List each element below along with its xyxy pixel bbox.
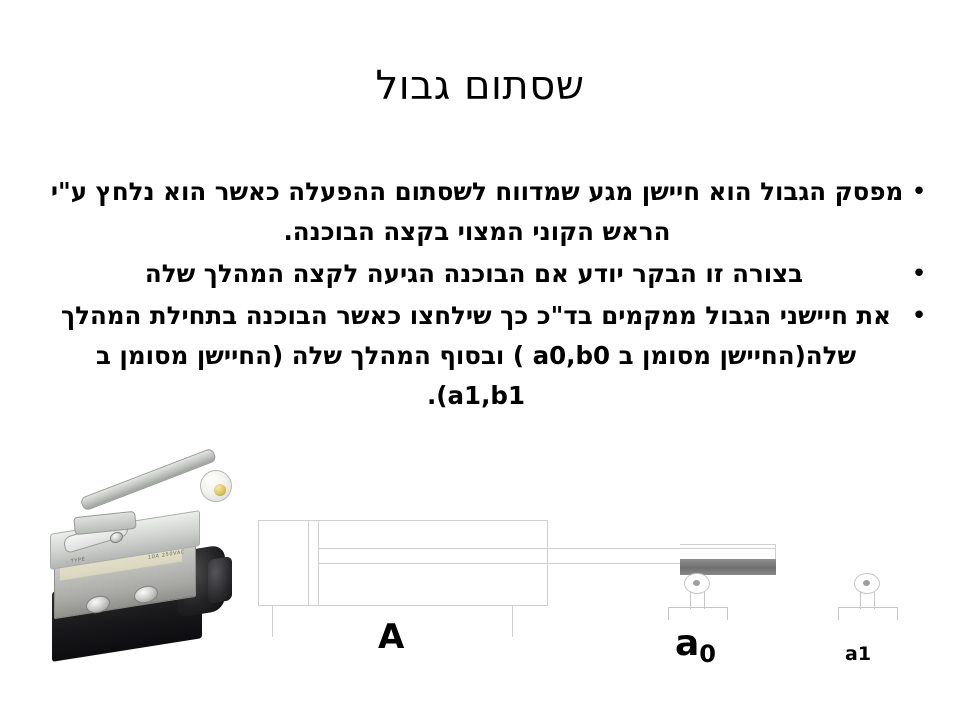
sensor-label-a1: a1 [845, 643, 872, 665]
switch-roller-lever-arm [79, 447, 218, 512]
cylinder-leg-left [272, 605, 274, 637]
cylinder-top-edge [258, 520, 548, 522]
piston-rod-bottom-line [318, 563, 756, 565]
bullet-text-3: את חיישני הגבול ממקמים בד"כ כך שילחצו כא… [60, 301, 892, 410]
cylinder-left-cap [258, 520, 260, 606]
bullet-marker-icon: • [911, 301, 927, 331]
actuator-plate [680, 559, 776, 575]
bullet-item-3: • את חיישני הגבול ממקמים בד"כ כך שילחצו … [42, 296, 932, 416]
bullet-text-2: בצורה זו הבקר יודע אם הבוכנה הגיעה לקצה … [144, 259, 804, 288]
page-title: שסתום גבול [375, 63, 585, 109]
limit-switch-a1-mount-bracket [838, 607, 898, 620]
body-text-block: • מפסק הגבול הוא חיישן מגע שמדווח לשסתום… [42, 172, 932, 418]
bullet-text-1: מפסק הגבול הוא חיישן מגע שמדווח לשסתום ה… [50, 177, 904, 246]
rod-tip-top-line [680, 544, 776, 546]
limit-switch-a0-stem [690, 591, 705, 609]
sensor-label-a0-base: a [675, 623, 700, 664]
cylinder-schematic: A a0 a1 [250, 495, 950, 705]
switch-cable-gland [208, 556, 232, 604]
cylinder-leg-right [512, 605, 514, 637]
cylinder-bottom-edge [258, 605, 548, 607]
switch-roller-pin [214, 484, 226, 496]
bullet-marker-icon: • [911, 259, 927, 289]
limit-switch-a0-mount-bracket [668, 607, 728, 620]
bullet-item-2: • בצורה זו הבקר יודע אם הבוכנה הגיעה לקצ… [42, 254, 932, 294]
piston-rod-top-line [318, 548, 776, 550]
limit-switch-a0-roller-head [684, 573, 710, 594]
limit-switch-a1-roller-head [854, 573, 880, 594]
switch-roller [200, 470, 232, 502]
cylinder-rear-cap-line [308, 520, 310, 606]
sensor-label-a0-subscript: 0 [699, 640, 716, 669]
sensor-label-a0: a0 [675, 623, 716, 668]
cylinder-label-A: A [378, 617, 405, 657]
limit-switch-photo: TYPE - 10A 250VAC [22, 447, 252, 672]
limit-switch-a1-stem [860, 591, 875, 609]
bullet-item-1: • מפסק הגבול הוא חיישן מגע שמדווח לשסתום… [42, 172, 932, 252]
bullet-marker-icon: • [911, 177, 927, 207]
rod-tip-end [775, 544, 777, 564]
